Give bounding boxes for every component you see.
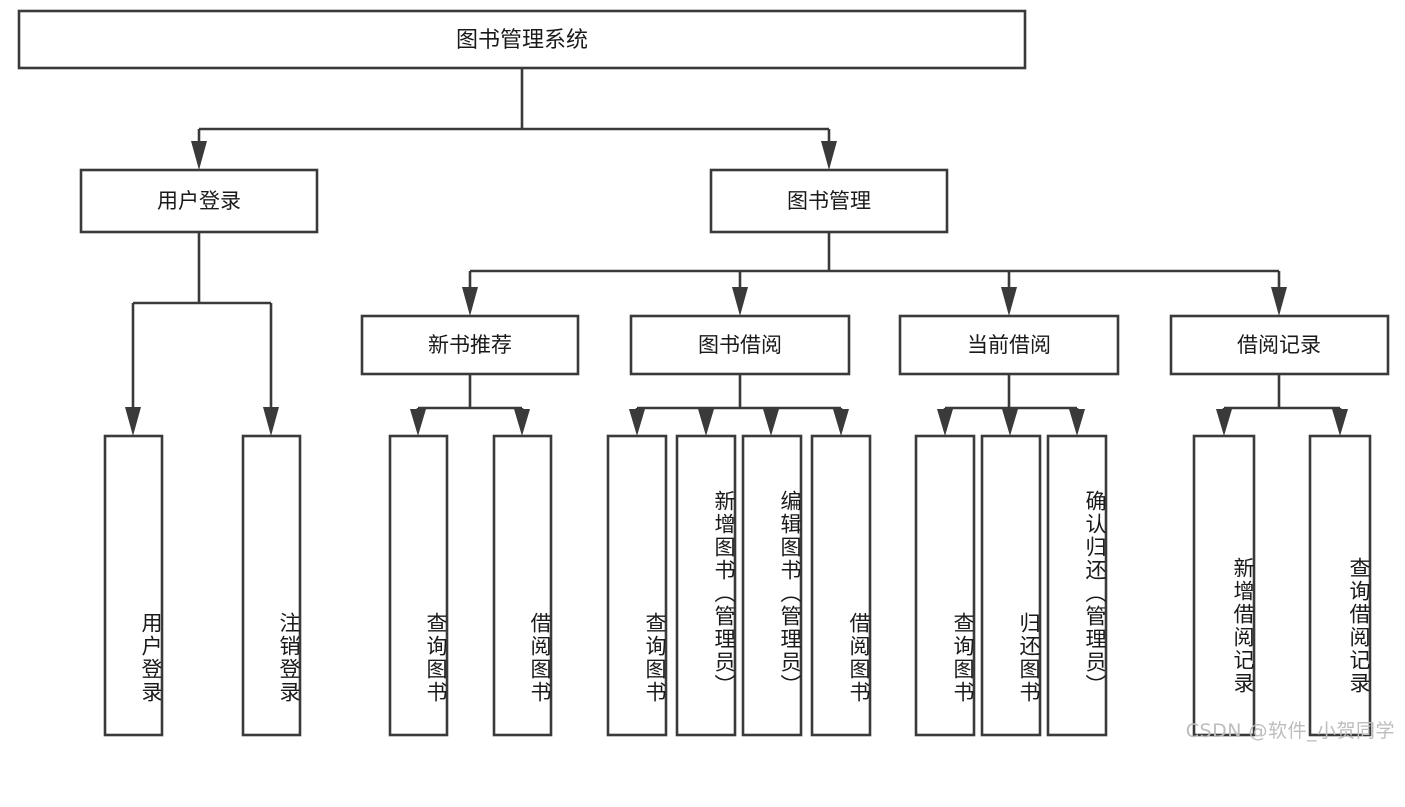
arrowhead-leaf-user-login (125, 407, 141, 436)
arrowhead-cb-leaf-2 (1002, 409, 1018, 436)
leaf-box-logout[interactable] (241, 434, 302, 737)
leaf-box-borrow-book-bb[interactable] (810, 434, 872, 737)
node-root-box[interactable] (17, 9, 1027, 70)
node-borrow-record[interactable]: 借阅记录 (1169, 314, 1390, 376)
flowchart-svg: 图书管理系统 用户登录 图书管理 (17, 9, 1390, 737)
leaf-box-borrow-book-nb[interactable] (492, 434, 553, 737)
leaf-box-query-book-cb[interactable] (914, 434, 976, 737)
leaf-box-add-record[interactable] (1192, 434, 1256, 737)
node-book-borrow-box[interactable] (629, 314, 851, 376)
arrowhead-br-leaf-1 (1216, 409, 1232, 436)
leaf-box-query-book-bb[interactable] (606, 434, 668, 737)
arrowhead-bb-leaf-3 (763, 409, 779, 436)
connector-user-login-to-leaves (125, 232, 279, 436)
arrowhead-nb-leaf-2 (514, 409, 530, 436)
arrowhead-nb-leaf-1 (410, 409, 426, 436)
node-book-management-label: 图书管理 (787, 189, 871, 213)
connector-new-book-to-leaves (410, 374, 530, 436)
leaf-box-confirm-return[interactable] (1046, 434, 1108, 737)
node-current-borrow-box[interactable] (898, 314, 1120, 376)
node-root[interactable]: 图书管理系统 (17, 9, 1027, 70)
arrowhead-user-login (191, 141, 207, 170)
leaf-box-query-book-nb[interactable] (388, 434, 449, 737)
arrowhead-bb-leaf-1 (629, 409, 645, 436)
node-new-book-recommend[interactable]: 新书推荐 (360, 314, 580, 376)
arrowhead-br-leaf-2 (1332, 409, 1348, 436)
connector-book-mgmt-to-level3 (462, 232, 1287, 316)
node-root-label: 图书管理系统 (456, 28, 588, 53)
node-book-borrow-label: 图书借阅 (698, 333, 782, 357)
connector-root-to-level2 (191, 68, 837, 170)
node-book-borrow[interactable]: 图书借阅 (629, 314, 851, 376)
node-book-management-box[interactable] (709, 168, 949, 234)
node-borrow-record-label: 借阅记录 (1237, 333, 1321, 357)
leaf-box-query-record[interactable] (1308, 434, 1372, 737)
arrowhead-book-borrow (732, 287, 748, 316)
arrowhead-cb-leaf-1 (937, 409, 953, 436)
node-user-login-label: 用户登录 (157, 189, 241, 213)
connector-book-borrow-to-leaves (629, 374, 849, 436)
arrowhead-cb-leaf-3 (1069, 409, 1085, 436)
node-new-book-recommend-box[interactable] (360, 314, 580, 376)
connector-current-borrow-to-leaves (937, 374, 1085, 436)
leaf-box-return-book[interactable] (980, 434, 1042, 737)
node-current-borrow-label: 当前借阅 (967, 333, 1051, 357)
arrowhead-current-borrow (1001, 287, 1017, 316)
connector-borrow-record-to-leaves (1216, 374, 1348, 436)
node-user-login[interactable]: 用户登录 (79, 168, 319, 234)
node-book-management[interactable]: 图书管理 (709, 168, 949, 234)
node-current-borrow[interactable]: 当前借阅 (898, 314, 1120, 376)
leaf-box-edit-book[interactable] (741, 434, 803, 737)
arrowhead-bb-leaf-2 (698, 409, 714, 436)
node-borrow-record-box[interactable] (1169, 314, 1390, 376)
node-new-book-recommend-label: 新书推荐 (428, 333, 512, 357)
arrowhead-leaf-logout (263, 407, 279, 436)
leaf-box-user-login[interactable] (103, 434, 164, 737)
arrowhead-bb-leaf-4 (833, 409, 849, 436)
csdn-watermark: CSDN @软件_小贺同学 (1185, 720, 1395, 742)
flowchart-diagram: 图书管理系统 用户登录 图书管理 (17, 9, 1395, 742)
leaf-box-add-book[interactable] (675, 434, 737, 737)
arrowhead-new-book-rec (462, 287, 478, 316)
arrowhead-borrow-record (1271, 287, 1287, 316)
arrowhead-book-mgmt (821, 141, 837, 170)
